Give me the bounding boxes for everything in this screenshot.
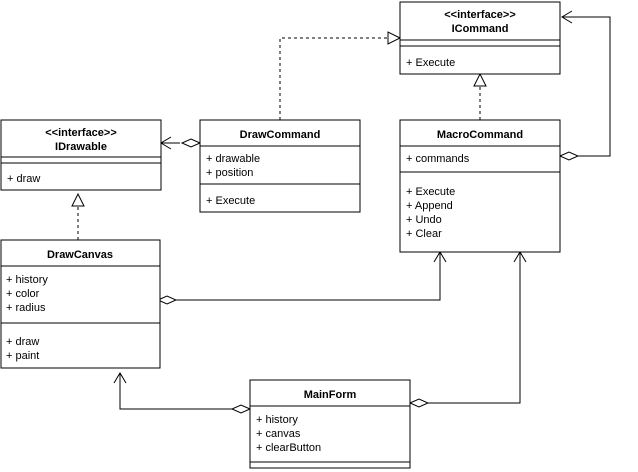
class-box [399,1,561,75]
class-box [199,119,361,213]
class-drawcommand: DrawCommand + drawable + position + Exec… [199,119,361,213]
aggregation-diamond-macrocommand-right [558,151,580,161]
class-name: DrawCommand [240,129,321,141]
class-name: DrawCanvas [47,249,113,261]
attribute: + drawable [206,153,260,165]
class-icommand: <<interface>> ICommand + Execute [399,1,561,75]
attribute: + clearButton [256,442,321,454]
method: + Execute [406,186,455,198]
aggregation-diamond-mainform-right [408,398,430,408]
stereotype-label: <<interface>> [444,9,516,21]
method: + draw [7,173,40,185]
edge-drawcanvas-macrocommand [176,252,441,301]
class-box [249,379,411,469]
attribute: + canvas [256,428,301,440]
class-mainform: MainForm + history + canvas + clearButto… [249,379,411,469]
attribute: + position [206,167,253,179]
edge-macrocommand-icommand-aggregation [562,16,611,157]
aggregation-diamond-mainform-left [230,404,252,414]
class-drawcanvas: DrawCanvas + history + color + radius + … [0,239,161,369]
method: + Clear [406,228,442,240]
class-name: MacroCommand [437,129,523,141]
class-name: ICommand [452,23,509,35]
edge-drawcommand-icommand [279,37,388,120]
attribute: + radius [6,302,46,314]
class-macrocommand: MacroCommand + commands + Execute + Appe… [399,119,561,253]
attribute: + commands [406,153,470,165]
method: + paint [6,350,39,362]
class-box [0,239,161,369]
arrowhead-icommand-right [561,10,573,24]
stereotype-label: <<interface>> [45,127,117,139]
class-box [0,119,162,191]
realization-triangle-icommand-left [387,31,402,45]
edge-mainform-macrocommand [428,252,521,404]
method: + Undo [406,214,442,226]
realization-triangle-icommand-bottom [473,72,487,87]
method: + Append [406,200,453,212]
class-box [399,119,561,253]
class-idrawable: <<interface>> IDrawable + draw [0,119,162,191]
attribute: + history [6,274,48,286]
aggregation-diamond-drawcanvas-right [156,295,178,305]
realization-triangle-idrawable-bottom [71,192,85,207]
class-name: MainForm [304,389,357,401]
class-name: IDrawable [55,141,107,153]
attribute: + history [256,414,298,426]
method: + Execute [206,195,255,207]
method: + draw [6,336,39,348]
edge-mainform-drawcanvas [119,373,232,410]
attribute: + color [6,288,40,300]
arrowhead-drawcanvas-bottom [113,372,127,384]
method: + Execute [406,57,455,69]
aggregation-diamond-drawcommand-left [180,138,202,148]
